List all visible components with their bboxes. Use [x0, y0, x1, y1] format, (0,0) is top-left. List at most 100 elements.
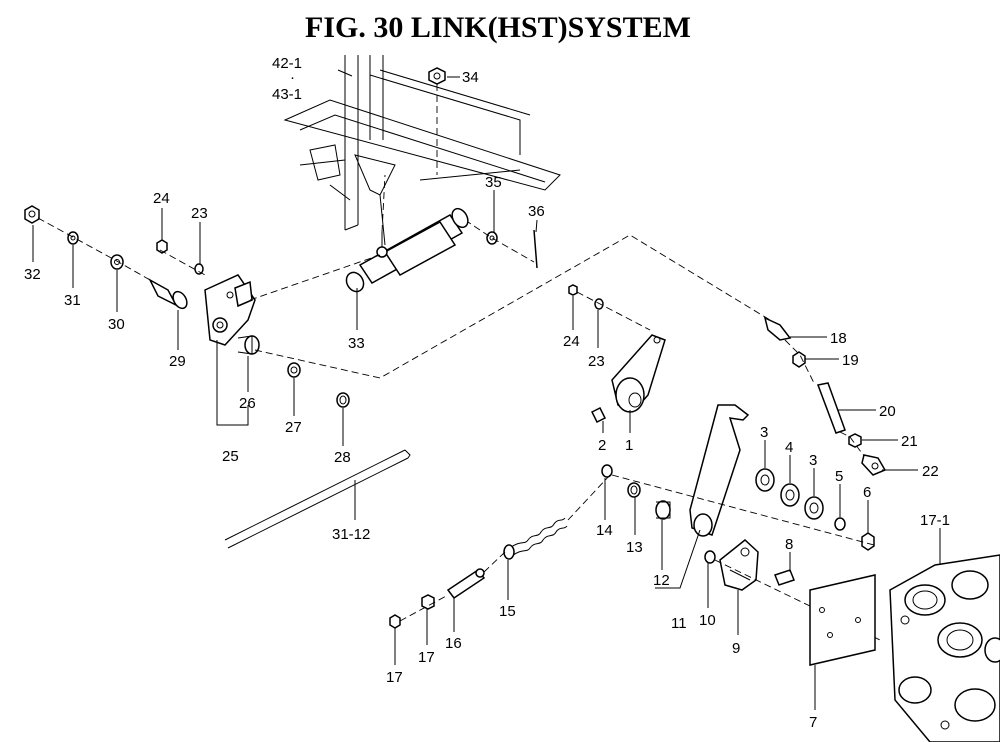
- callout-14: 14: [596, 522, 613, 539]
- callout-35: 35: [485, 174, 502, 191]
- ring-28: [336, 392, 350, 408]
- transmission-housing-17-1: [889, 554, 1000, 742]
- callout-31-12: 31-12: [332, 526, 370, 543]
- callout-20: 20: [879, 403, 896, 420]
- nut-17a: [389, 614, 401, 629]
- nut-32: [24, 205, 40, 224]
- washer-3a: [755, 468, 775, 492]
- callout-17-b: 17: [418, 649, 435, 666]
- nut-19: [792, 351, 806, 368]
- washer-35: [486, 231, 498, 245]
- washer-5: [834, 517, 846, 531]
- callout-33: 33: [348, 335, 365, 352]
- axis-spring: [399, 474, 611, 622]
- callout-16: 16: [445, 635, 462, 652]
- callout-13: 13: [626, 539, 643, 556]
- callout-24-right: 24: [563, 333, 580, 350]
- callout-36: 36: [528, 203, 545, 220]
- callout-6: 6: [863, 484, 871, 501]
- nut-24b: [568, 284, 578, 296]
- callout-10: 10: [699, 612, 716, 629]
- callout-26: 26: [239, 395, 256, 412]
- callout-12: 12: [653, 572, 670, 589]
- arm-1: [611, 334, 666, 413]
- axis-left-4: [159, 249, 206, 276]
- axis-rod: [784, 339, 865, 457]
- callout-19: 19: [842, 352, 859, 369]
- callout-30: 30: [108, 316, 125, 333]
- dash-line-33: [381, 174, 386, 233]
- spring-15: [503, 517, 568, 560]
- callout-43-1: 43-1: [272, 86, 302, 103]
- ring-13: [627, 482, 641, 498]
- callout-3-a: 3: [760, 424, 768, 441]
- callout-22: 22: [922, 463, 939, 480]
- callout-42-dot: ·: [290, 69, 295, 86]
- bolt-2: [590, 406, 607, 424]
- arm-11: [689, 404, 750, 537]
- callout-15: 15: [499, 603, 516, 620]
- washer-4: [780, 483, 800, 507]
- washer-23b: [594, 298, 604, 310]
- axis-right-washers: [611, 474, 875, 546]
- washer-23a: [194, 263, 204, 275]
- callout-8: 8: [785, 536, 793, 553]
- shaft-29: [148, 278, 188, 310]
- axis-24-23: [576, 291, 651, 331]
- axis-left-1: [37, 217, 151, 281]
- callout-34: 34: [462, 69, 479, 86]
- callout-42-1: 42-1: [272, 55, 302, 72]
- callout-28: 28: [334, 449, 351, 466]
- leader-lines: [32, 69, 941, 710]
- callout-5: 5: [835, 468, 843, 485]
- callout-17-1: 17-1: [920, 512, 950, 529]
- callout-24-left: 24: [153, 190, 170, 207]
- callout-29: 29: [169, 353, 186, 370]
- callout-27: 27: [285, 419, 302, 436]
- washer-31: [67, 231, 79, 245]
- callout-31: 31: [64, 292, 81, 309]
- axis-left-2: [254, 234, 771, 379]
- washer-3b: [804, 496, 824, 520]
- callout-25: 25: [222, 448, 239, 465]
- callout-23-left: 23: [191, 205, 208, 222]
- callout-9: 9: [732, 640, 740, 657]
- callout-18: 18: [830, 330, 847, 347]
- axis-left-3: [249, 254, 381, 301]
- callout-2: 2: [598, 437, 606, 454]
- callout-23-right: 23: [588, 353, 605, 370]
- figure-title: FIG. 30 LINK(HST)SYSTEM: [305, 11, 691, 44]
- washer-10: [704, 550, 716, 564]
- frame-assembly: [283, 55, 561, 246]
- callout-7: 7: [809, 714, 817, 731]
- nut-6: [861, 532, 875, 551]
- callout-11: 11: [671, 615, 687, 632]
- washer-30: [110, 254, 124, 270]
- collar-12: [655, 500, 671, 520]
- callout-32: 32: [24, 266, 41, 283]
- nut-34: [428, 67, 446, 85]
- rod-end-18: [763, 316, 792, 341]
- rod-31-12: [224, 449, 411, 549]
- plate-7: [809, 574, 876, 666]
- rod-16: [446, 568, 486, 600]
- rod-20: [816, 382, 846, 434]
- ring-14: [601, 464, 613, 478]
- washer-27: [287, 362, 301, 378]
- callout-4: 4: [785, 439, 793, 456]
- callout-1: 1: [625, 437, 633, 454]
- callout-17-a: 17: [386, 669, 403, 686]
- axis-plate: [714, 559, 881, 641]
- nut-17b: [421, 594, 435, 610]
- callout-labels: 42-1 · 43-1 34 35 36 24 23 32 31 30 29 3…: [24, 55, 950, 731]
- damper-33: [345, 207, 469, 293]
- bracket-25: [204, 274, 260, 355]
- pin-36: [533, 229, 538, 269]
- dash-line-35-36: [464, 219, 535, 263]
- rod-end-22: [861, 454, 887, 476]
- callout-21: 21: [901, 433, 918, 450]
- bolt-8: [774, 569, 795, 586]
- callout-3-b: 3: [809, 452, 817, 469]
- nut-21: [848, 433, 862, 448]
